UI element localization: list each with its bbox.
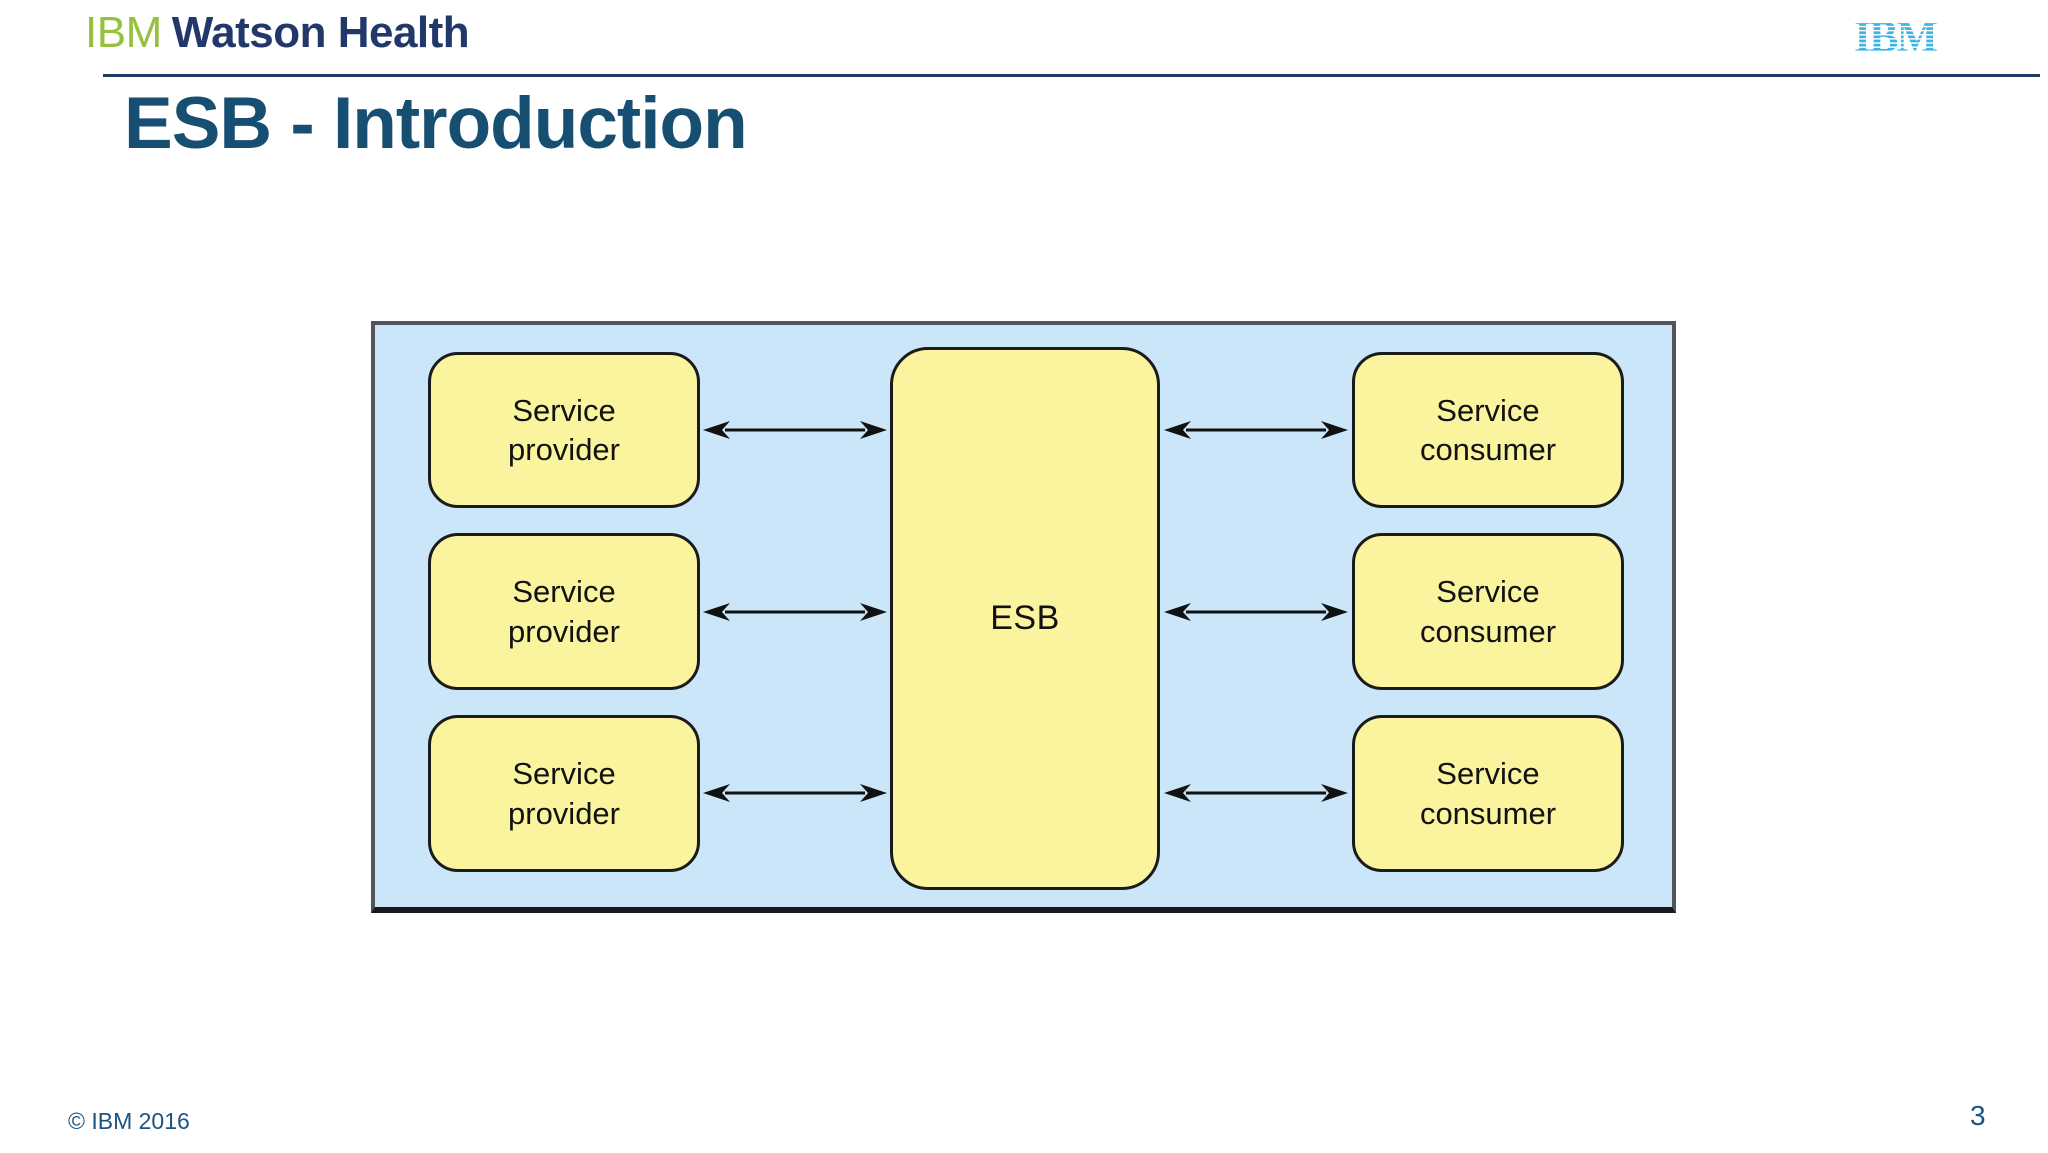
node-label: Service consumer [1419,756,1557,831]
node-label: Service provider [508,392,620,467]
ibm-logo-letters: IBM [1854,12,1937,59]
header-divider [103,74,2040,77]
node-service-provider-2: Service provider [428,533,700,690]
node-service-consumer-2: Service consumer [1352,533,1624,690]
double-arrow [1162,601,1350,623]
node-label: Service provider [508,756,620,831]
node-label: Service consumer [1419,392,1557,467]
copyright: © IBM 2016 [68,1108,190,1134]
double-arrow [1162,782,1350,804]
esb-diagram: Service provider Service provider Servic… [371,321,1676,913]
node-label: ESB [990,599,1060,638]
double-arrow [701,419,889,441]
double-arrow [701,782,889,804]
node-service-consumer-3: Service consumer [1352,715,1624,872]
node-esb: ESB [890,347,1160,890]
double-arrow [1162,419,1350,441]
node-label: Service provider [508,574,620,649]
double-arrow [701,601,889,623]
page-number: 3 [1970,1100,1986,1131]
node-service-provider-3: Service provider [428,715,700,872]
brand-ibm-text: IBM [85,8,162,57]
node-service-provider-1: Service provider [428,352,700,508]
page-title: ESB - Introduction [124,83,748,164]
ibm-logo-icon: IBM [1854,12,1939,59]
node-label: Service consumer [1419,574,1557,649]
brand-watson-text: Watson Health [171,8,470,57]
node-service-consumer-1: Service consumer [1352,352,1624,508]
